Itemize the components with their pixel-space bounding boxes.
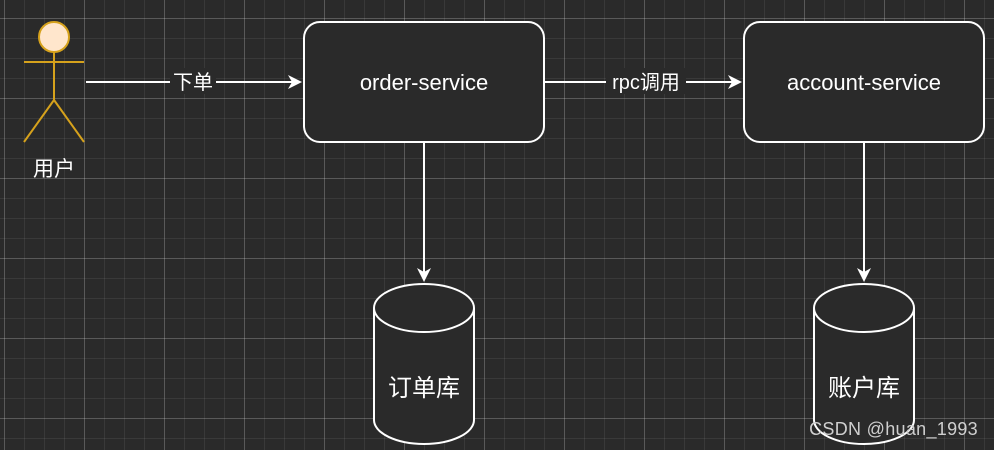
account-service-label: account-service xyxy=(787,70,941,95)
account-db-node[interactable]: 账户库 xyxy=(813,283,915,445)
order-db-node[interactable]: 订单库 xyxy=(373,283,475,445)
actor-label: 用户 xyxy=(33,158,75,181)
user-actor[interactable]: 用户 xyxy=(23,21,85,181)
order-service-label: order-service xyxy=(360,70,488,95)
edge-rpc-call-label: rpc调用 xyxy=(612,71,680,94)
account-service-node[interactable]: account-service xyxy=(743,21,985,143)
order-db-top xyxy=(373,283,475,333)
account-db-top xyxy=(813,283,915,333)
csdn-watermark: CSDN @huan_1993 xyxy=(809,419,978,439)
order-service-node[interactable]: order-service xyxy=(303,21,545,143)
account-db-label: 账户库 xyxy=(828,375,900,402)
edge-place-order: 下单 xyxy=(86,68,302,94)
edge-rpc-call: rpc调用 xyxy=(544,68,742,94)
edge-place-order-label-bg xyxy=(170,68,216,94)
actor-right-leg xyxy=(53,99,85,143)
edge-rpc-call-label-bg xyxy=(606,68,686,94)
actor-left-leg xyxy=(23,99,55,143)
edge-place-order-label: 下单 xyxy=(173,71,213,94)
actor-head-icon xyxy=(38,21,70,53)
account-db-body xyxy=(813,308,915,445)
order-db-body xyxy=(373,308,475,445)
order-db-label: 订单库 xyxy=(388,375,460,402)
